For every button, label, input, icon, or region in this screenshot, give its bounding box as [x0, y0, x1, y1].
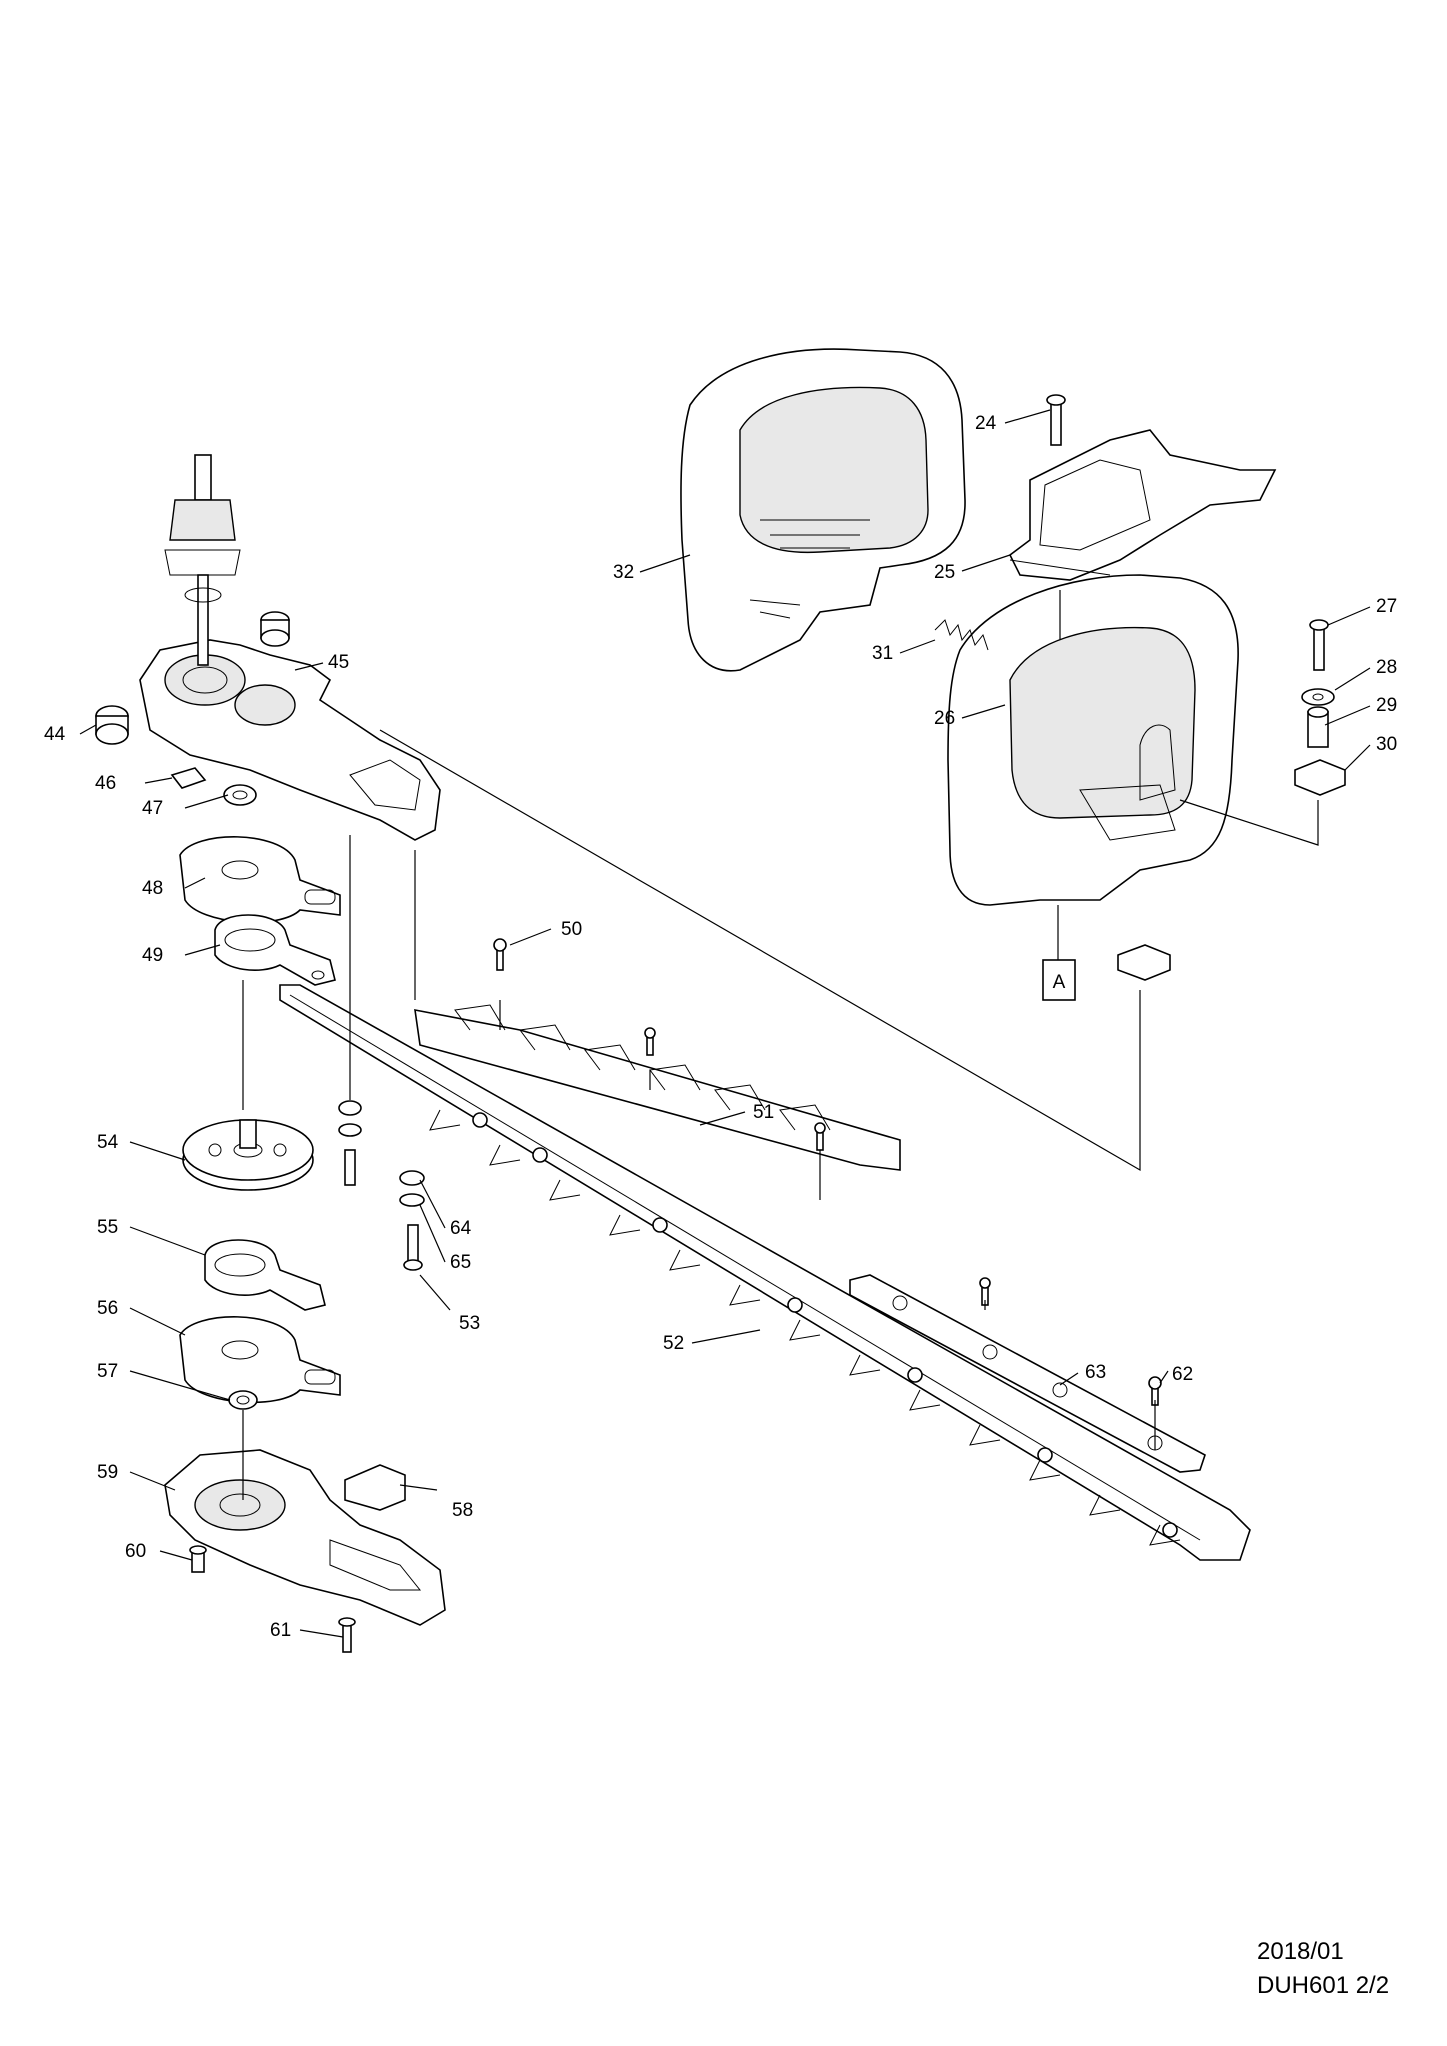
washer-center — [338, 1123, 362, 1137]
gear-housing-upper — [139, 639, 441, 841]
footer-model-page: DUH601 2/2 — [1257, 1972, 1390, 1999]
label-48: 48 — [142, 878, 163, 899]
nut-64 — [399, 1170, 425, 1186]
spring-31 — [934, 619, 989, 651]
nut-30 — [1294, 759, 1346, 796]
bearing-47 — [223, 784, 257, 806]
ring-55 — [204, 1239, 326, 1311]
label-61: 61 — [270, 1620, 291, 1641]
block-58 — [344, 1464, 406, 1511]
bolt-53 — [403, 1224, 423, 1271]
cushions — [95, 611, 290, 745]
label-62: 62 — [1172, 1364, 1193, 1385]
screw-60 — [189, 1545, 207, 1573]
label-46: 46 — [95, 773, 116, 794]
label-30: 30 — [1376, 734, 1397, 755]
label-52: 52 — [663, 1333, 684, 1354]
blade-nuts — [472, 1112, 1178, 1538]
rear-handle — [680, 348, 966, 672]
screw-61 — [338, 1617, 356, 1653]
label-47: 47 — [142, 798, 163, 819]
bearing-57 — [228, 1390, 258, 1410]
label-54: 54 — [97, 1132, 119, 1153]
footer-date: 2018/01 — [1257, 1938, 1344, 1965]
blade-52 — [279, 984, 1251, 1561]
sleeve-29 — [1307, 706, 1329, 748]
label-31: 31 — [872, 643, 893, 664]
label-49: 49 — [142, 945, 163, 966]
label-44: 44 — [44, 724, 66, 745]
label-24: 24 — [975, 413, 997, 434]
label-28: 28 — [1376, 657, 1397, 678]
callout-labels: 24 25 26 27 28 29 30 31 32 44 45 46 47 4… — [44, 413, 1397, 1641]
label-58: 58 — [452, 1500, 473, 1521]
label-65: 65 — [450, 1252, 471, 1273]
label-51: 51 — [753, 1102, 774, 1123]
label-59: 59 — [97, 1462, 118, 1483]
label-53: 53 — [459, 1313, 480, 1334]
label-32: 32 — [613, 562, 634, 583]
washer-28 — [1301, 688, 1335, 706]
clip-46 — [170, 767, 207, 789]
screw-27 — [1309, 619, 1329, 671]
nut-center — [338, 1100, 362, 1116]
plate-56 — [179, 1316, 341, 1404]
reference-box-a: A — [1042, 959, 1076, 1001]
ring-49 — [214, 914, 336, 986]
label-63: 63 — [1085, 1362, 1106, 1383]
label-55: 55 — [97, 1217, 118, 1238]
callout-leaders — [79, 409, 1371, 1638]
screw-24 — [1046, 394, 1066, 446]
nut-A — [1117, 944, 1171, 981]
plate-48 — [179, 836, 341, 924]
reference-lines — [242, 590, 1319, 1500]
front-handle — [947, 574, 1239, 906]
washer-65 — [399, 1193, 425, 1207]
blade-51 — [414, 1004, 901, 1171]
gear-housing-lower — [164, 1449, 446, 1626]
label-45: 45 — [328, 652, 349, 673]
handle-cover — [1008, 429, 1277, 581]
label-57: 57 — [97, 1361, 118, 1382]
svg-text:A: A — [1053, 972, 1066, 993]
label-25: 25 — [934, 562, 955, 583]
label-60: 60 — [125, 1541, 146, 1562]
label-64: 64 — [450, 1218, 472, 1239]
gear-54 — [182, 1119, 314, 1191]
bolt-center — [344, 1149, 356, 1186]
label-29: 29 — [1376, 695, 1397, 716]
label-27: 27 — [1376, 596, 1397, 617]
label-50: 50 — [561, 919, 582, 940]
label-26: 26 — [934, 708, 955, 729]
armature — [164, 454, 241, 666]
label-56: 56 — [97, 1298, 118, 1319]
